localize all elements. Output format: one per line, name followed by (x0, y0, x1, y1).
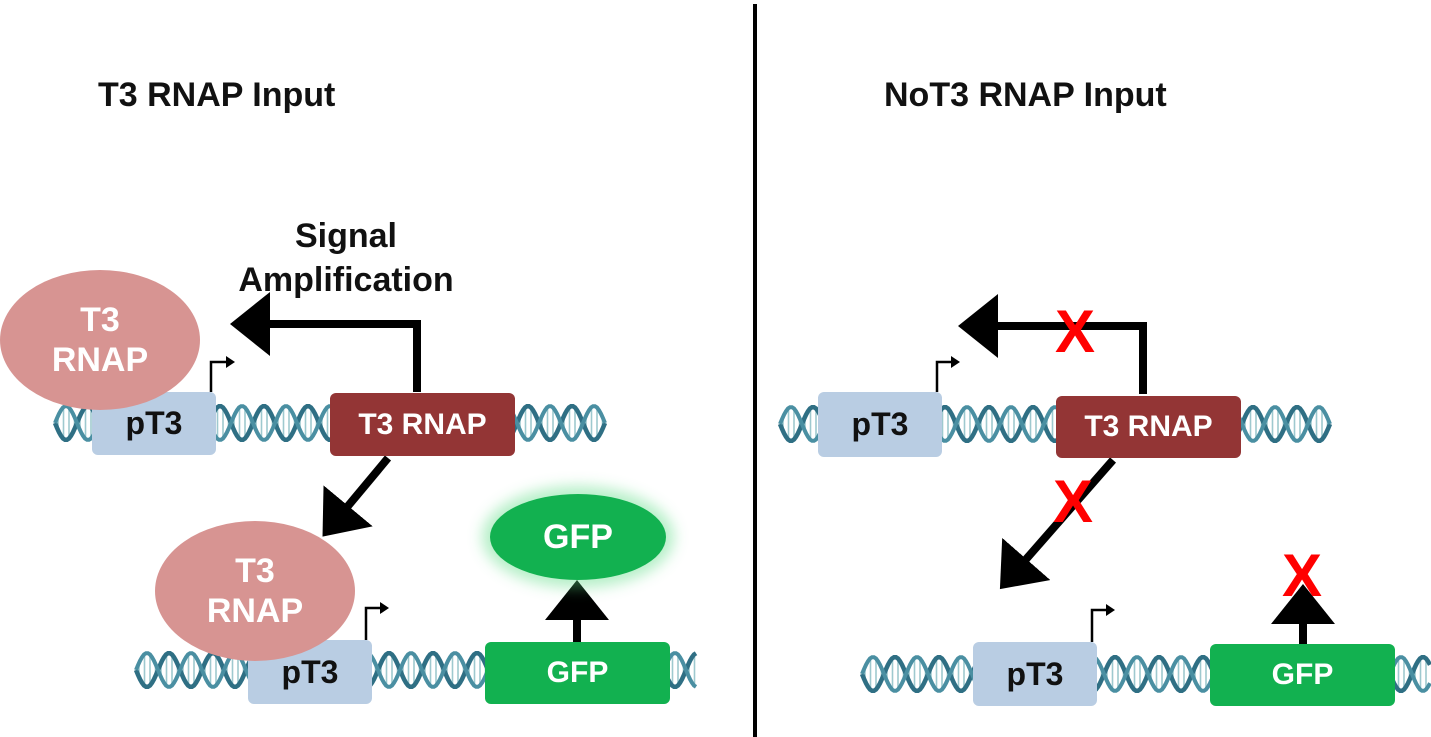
block-x-icon: X (1053, 468, 1094, 535)
t3-rnap-protein: T3 RNAP (155, 521, 355, 661)
signal-amplification-label: Signal Amplification (238, 217, 454, 299)
promoter-arrow-icon (364, 606, 384, 640)
signal-amplification-arrow (230, 292, 421, 392)
promoter-arrow-icon (209, 360, 230, 392)
promoter-arrow-icon (1106, 604, 1115, 616)
promoter-arrow-icon (380, 602, 389, 614)
gfp-protein: GFP (490, 494, 666, 580)
promoter-pt3-box: pT3 (818, 392, 942, 457)
t3-rnap-protein: T3 RNAP (0, 270, 200, 410)
right-panel-title: NoT3 RNAP Input (884, 76, 1167, 114)
gfp-gene-box: GFP (1210, 644, 1395, 706)
promoter-arrow-icon (935, 360, 955, 392)
block-x-icon: X (1055, 298, 1096, 365)
blocked-amplification-arrow (958, 294, 1147, 394)
promoter-arrow-icon (1090, 608, 1110, 642)
gfp-gene-box: GFP (485, 642, 670, 704)
promoter-arrow-icon (226, 356, 235, 368)
promoter-arrow-icon (951, 356, 960, 368)
t3-rnap-gene-box: T3 RNAP (1056, 396, 1241, 458)
translation-arrow (322, 455, 392, 537)
promoter-pt3-box: pT3 (973, 642, 1097, 706)
block-x-icon: X (1282, 542, 1323, 609)
t3-rnap-gene-box: T3 RNAP (330, 393, 515, 456)
left-panel-title: T3 RNAP Input (98, 76, 336, 114)
promoter-pt3-box: pT3 (92, 392, 216, 455)
blocked-translation-arrow (999, 457, 1117, 590)
